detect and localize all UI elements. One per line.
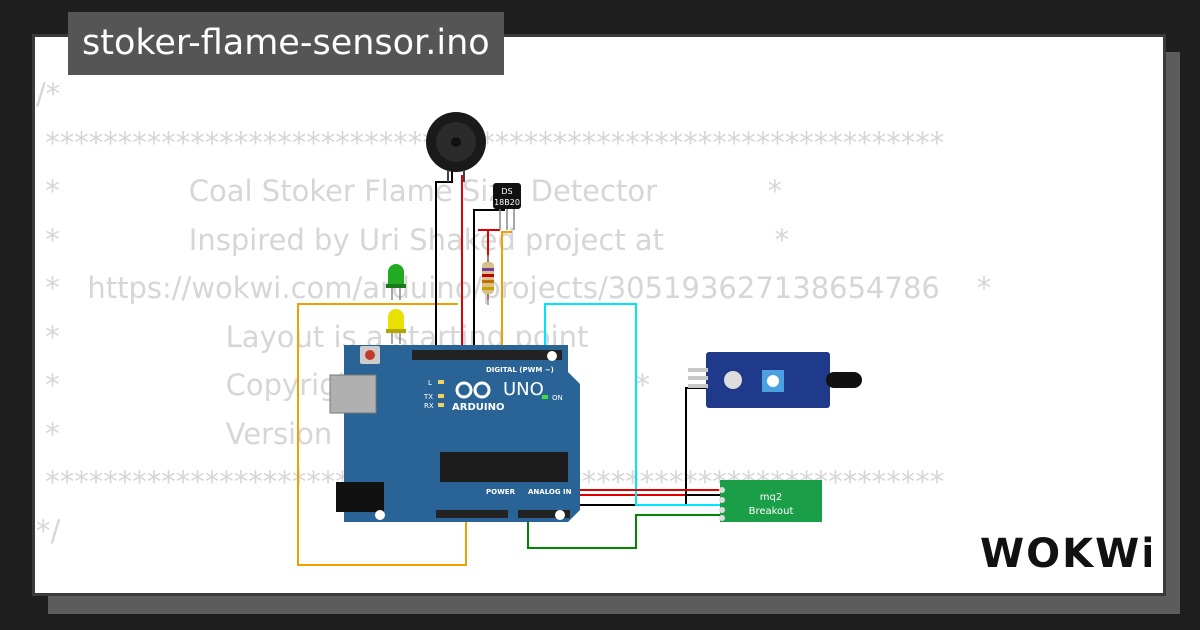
code-line: * https://wokwi.com/arduino/projects/305… [36, 271, 992, 305]
sketch-filename: stoker-flame-sensor.ino [68, 12, 504, 75]
ds18b20-sensor[interactable]: DS 18B20 [493, 183, 521, 230]
wire-orange-loop [297, 303, 467, 566]
wire-black-buzzer [435, 170, 453, 350]
buzzer[interactable] [426, 112, 486, 182]
ds18b20-label-2: 18B20 [494, 198, 520, 207]
tx-label: TX [423, 393, 433, 401]
analog-label: ANALOG IN [528, 488, 572, 496]
digital-header [412, 350, 562, 360]
arduino-uno[interactable]: UNO ARDUINO DIGITAL (PWM ~) POWER ANALOG… [329, 345, 580, 522]
wire-orange-sensor [501, 231, 512, 350]
wire-black-sensor [473, 209, 505, 350]
mq2-label-1: mq2 [760, 492, 782, 503]
l-label: L [428, 379, 432, 387]
wokwi-logo-text: WOKWi [980, 531, 1151, 577]
code-line: /* [36, 77, 61, 111]
arduino-brand: ARDUINO [452, 402, 504, 413]
led-yellow[interactable] [386, 309, 406, 344]
code-line: ****************************************… [36, 125, 945, 160]
code-line: */ [36, 513, 61, 548]
arduino-model: UNO [503, 379, 544, 400]
resistor[interactable] [482, 255, 494, 305]
wires [297, 170, 720, 566]
microcontroller-chip [440, 452, 568, 482]
mq2-sensor[interactable]: mq2 Breakout [719, 480, 822, 522]
power-jack [336, 482, 384, 512]
wire-cyan [544, 303, 720, 506]
code-line: * Inspired by Uri Shaked project at * [36, 222, 790, 257]
usb-port [329, 374, 377, 414]
mq2-label-2: Breakout [749, 506, 794, 517]
digital-label: DIGITAL (PWM ~) [486, 366, 554, 374]
power-header-pins [436, 510, 508, 518]
wire-green [527, 514, 720, 549]
preview-card [32, 34, 1166, 596]
led-green[interactable] [386, 264, 406, 300]
code-line: * Coal Stoker Flame Size Detector * [36, 174, 783, 208]
wokwi-logo: WOKWi [980, 531, 1151, 577]
flame-sensor[interactable] [688, 352, 862, 408]
on-label: ON [552, 394, 563, 402]
ds18b20-label-1: DS [501, 187, 512, 196]
power-label: POWER [486, 488, 516, 496]
rx-label: RX [424, 402, 434, 410]
analog-header-pins [518, 510, 570, 518]
